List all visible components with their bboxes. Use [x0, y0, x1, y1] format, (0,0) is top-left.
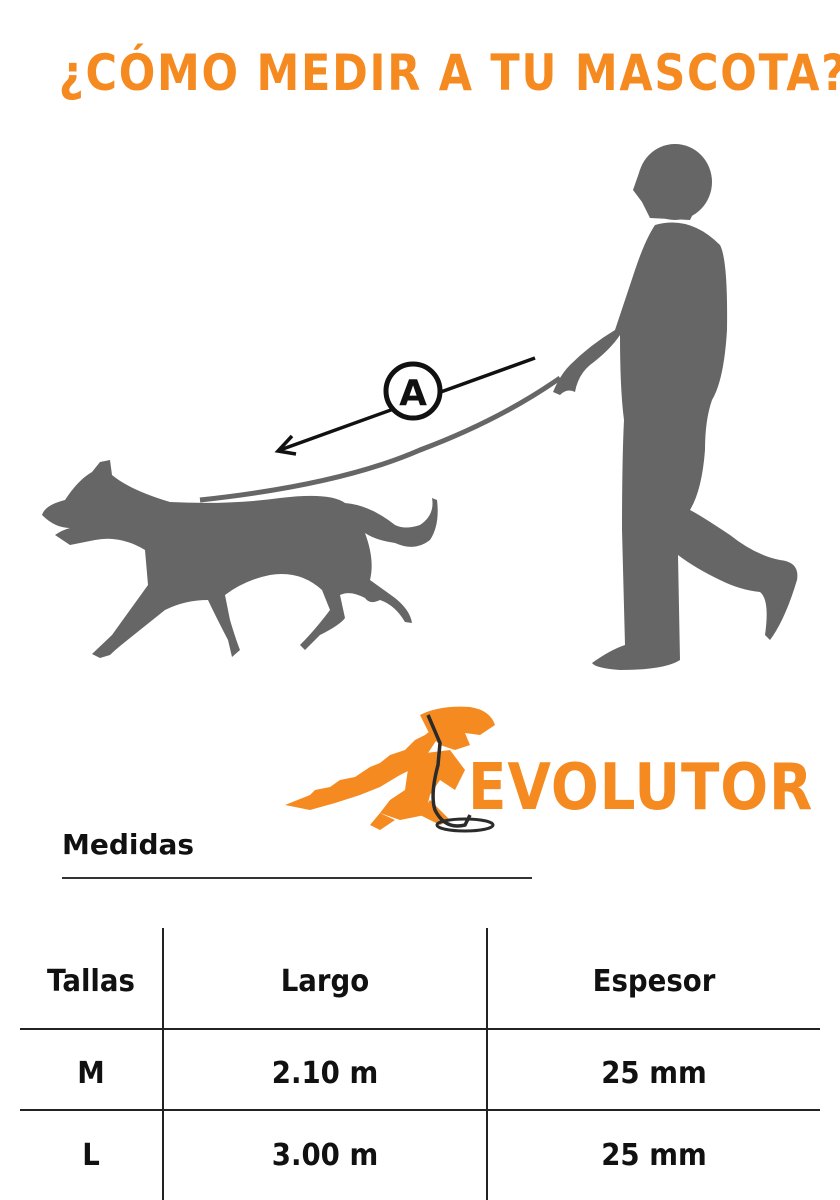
row-thickness: 25 mm — [601, 1138, 707, 1173]
measurement-illustration: A — [42, 144, 798, 670]
dog-silhouette-icon — [42, 460, 438, 658]
section-divider — [62, 877, 532, 879]
measure-label: A — [399, 373, 427, 414]
column-divider — [162, 928, 164, 1200]
dinosaur-skeleton-icon — [285, 706, 495, 833]
table-header-espesor: Espesor — [592, 964, 716, 999]
person-silhouette-icon — [553, 144, 798, 670]
row-size: M — [77, 1056, 105, 1091]
page-title: ¿CÓMO MEDIR A TU MASCOTA? — [58, 44, 840, 102]
row-length: 2.10 m — [271, 1056, 379, 1091]
size-table: Tallas Largo Espesor M 2.10 m 25 mm L 3.… — [0, 928, 840, 1200]
row-size: L — [82, 1138, 100, 1173]
row-divider — [20, 1109, 820, 1111]
brand-logo: EVOLUTOR — [280, 695, 820, 845]
row-thickness: 25 mm — [601, 1056, 707, 1091]
column-divider — [486, 928, 488, 1200]
brand-name: EVOLUTOR — [468, 751, 814, 825]
table-header-tallas: Tallas — [47, 964, 135, 999]
row-length: 3.00 m — [271, 1138, 379, 1173]
row-divider — [20, 1028, 820, 1030]
leash — [199, 375, 562, 503]
table-header-largo: Largo — [280, 964, 370, 999]
measurement-arrow-icon: A — [274, 356, 536, 456]
section-title: Medidas — [62, 828, 195, 861]
